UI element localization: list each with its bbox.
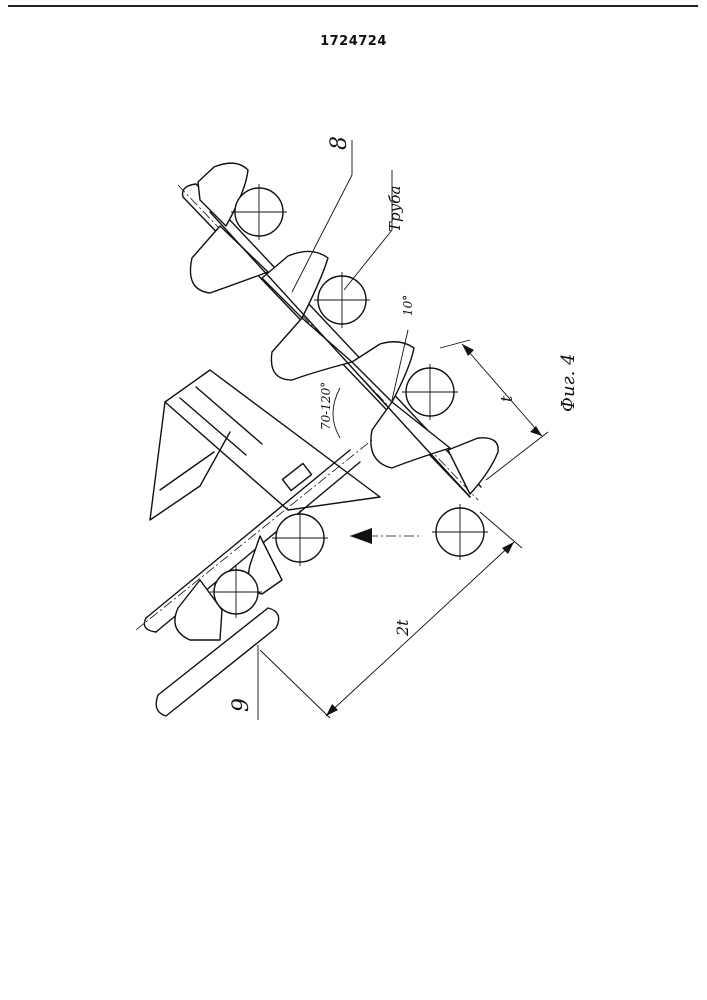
2t-arrow-b-icon (502, 542, 514, 554)
2t-ext-1 (260, 650, 330, 718)
upper-shaft-assembly (178, 163, 498, 500)
t-dim-line (462, 344, 542, 436)
shaft-coupling (282, 463, 311, 490)
roller-group-upper (231, 184, 488, 560)
roller-4-centre (432, 504, 488, 560)
blade-4 (271, 318, 352, 380)
2t-ext-2 (480, 512, 522, 548)
t-arrow-a-icon (462, 344, 474, 356)
2t-arrow-a-icon (326, 704, 338, 716)
hopper-inner-1 (180, 398, 246, 455)
upper-shaft-front (210, 212, 470, 497)
hopper-inner-3 (160, 452, 214, 490)
hopper-side (150, 402, 230, 520)
label-2t: 2t (393, 619, 412, 637)
leader-pipe (344, 170, 392, 290)
t-arrow-b-icon (530, 426, 542, 436)
direction-arrow-icon (350, 528, 372, 544)
blade-7 (448, 438, 498, 494)
lower-shaft-end (144, 618, 156, 632)
upper-shaft-end (183, 184, 196, 197)
angle-arc (333, 388, 340, 438)
figure-caption: Фиг. 4 (558, 353, 579, 412)
label-angle-range: 70-120° (319, 382, 333, 430)
hopper-frame (165, 370, 380, 510)
label-ref-9: 9 (229, 698, 254, 712)
blade-3 (262, 251, 328, 318)
roller-6-centre (272, 510, 328, 566)
2t-dim-line (326, 542, 514, 716)
label-angle-10: 10° (401, 295, 415, 316)
blade-5 (352, 342, 414, 402)
label-ref-8: 8 (327, 136, 352, 150)
hopper-inner-2 (196, 387, 262, 444)
label-pitch-t: t (497, 395, 516, 402)
label-pipe: Труба (386, 186, 404, 232)
roller-2-centre (314, 272, 370, 328)
